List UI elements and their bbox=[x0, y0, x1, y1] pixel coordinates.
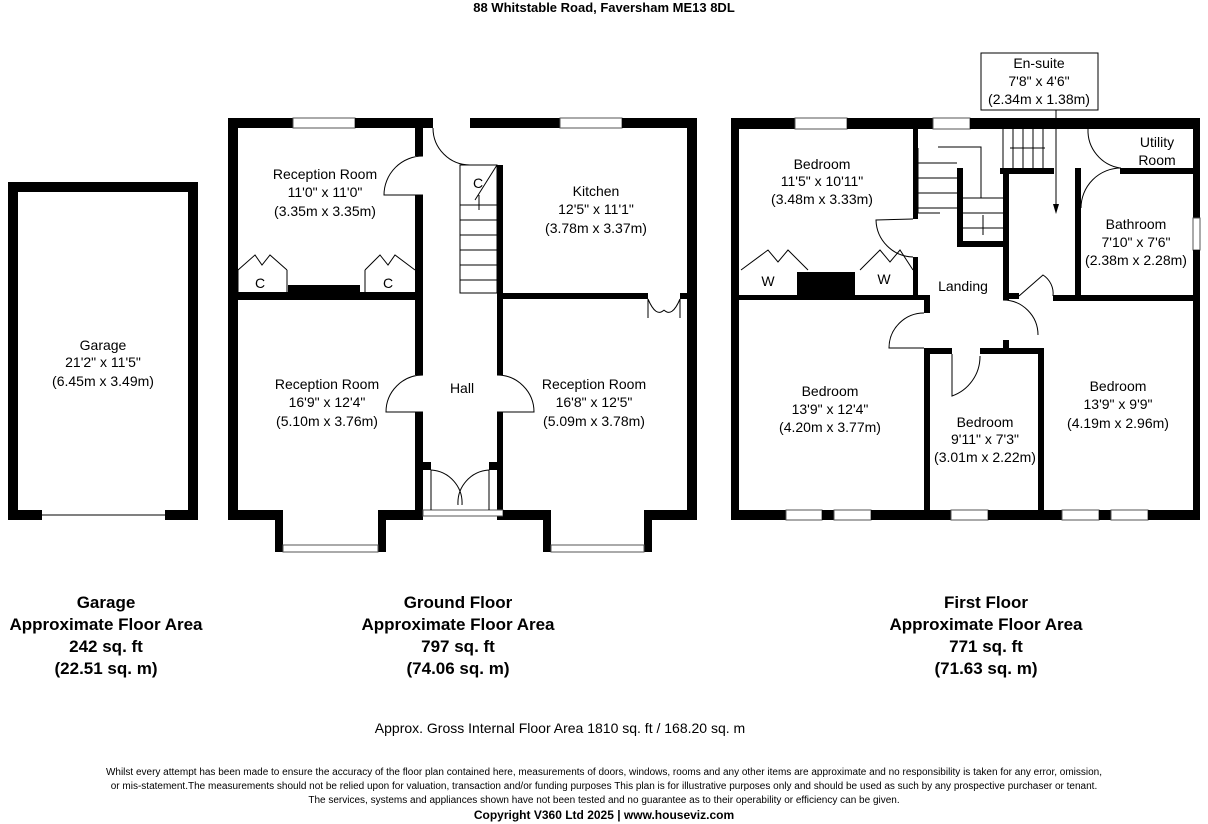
room-size-imperial: 16'9" x 12'4" bbox=[289, 394, 366, 410]
room-name: Bedroom bbox=[802, 383, 859, 399]
wardrobe-label: W bbox=[761, 273, 775, 289]
area-label: Approximate Floor Area bbox=[361, 615, 555, 634]
disclaimer-line: Whilst every attempt has been made to en… bbox=[105, 767, 1103, 778]
area-sqm: (71.63 sq. m) bbox=[934, 659, 1038, 678]
room-name: Reception Room bbox=[273, 166, 377, 182]
address-title: 88 Whitstable Road, Faversham ME13 8DL bbox=[473, 0, 735, 15]
room-name: Bedroom bbox=[1090, 378, 1147, 394]
landing-label: Landing bbox=[938, 278, 988, 294]
area-title: Ground Floor bbox=[403, 593, 513, 612]
room-size-imperial: 16'8" x 12'5" bbox=[556, 394, 633, 410]
cupboard-label: C bbox=[255, 275, 265, 291]
room-size-imperial: 11'5" x 10'11" bbox=[781, 173, 864, 189]
ground-floor-area-summary: Ground Floor Approximate Floor Area 797 … bbox=[338, 592, 578, 680]
room-size-imperial: 13'9" x 9'9" bbox=[1084, 396, 1153, 412]
area-sqft: 797 sq. ft bbox=[421, 637, 495, 656]
area-sqm: (22.51 sq. m) bbox=[54, 659, 158, 678]
room-size-imperial: 7'10" x 7'6" bbox=[1102, 234, 1171, 250]
room-name: Bathroom bbox=[1106, 216, 1167, 232]
room-name: Garage bbox=[80, 337, 127, 353]
room-name: Bedroom bbox=[794, 156, 851, 172]
room-size-imperial: 11'0" x 11'0" bbox=[288, 184, 363, 200]
disclaimer: Whilst every attempt has been made to en… bbox=[0, 766, 1208, 808]
room-size-metric: (3.35m x 3.35m) bbox=[274, 203, 376, 219]
room-name: En-suite bbox=[1013, 55, 1065, 71]
room-size-metric: (2.38m x 2.28m) bbox=[1085, 252, 1187, 268]
area-sqft: 771 sq. ft bbox=[949, 637, 1023, 656]
floor-plan: Garage 21'2" x 11'5" (6.45m x 3.49m) bbox=[8, 52, 1201, 553]
room-size-imperial: 12'5" x 11'1" bbox=[558, 201, 634, 217]
room-name: Room bbox=[1138, 152, 1175, 168]
room-size-metric: (4.20m x 3.77m) bbox=[779, 419, 881, 435]
gross-area: Approx. Gross Internal Floor Area 1810 s… bbox=[374, 720, 746, 736]
room-size-metric: (3.78m x 3.37m) bbox=[545, 220, 647, 236]
room-size-metric: (5.10m x 3.76m) bbox=[276, 413, 378, 429]
garage-plan: Garage 21'2" x 11'5" (6.45m x 3.49m) bbox=[8, 182, 198, 520]
room-name: Reception Room bbox=[542, 376, 646, 392]
wardrobe-label: W bbox=[877, 271, 891, 287]
room-size-metric: (3.48m x 3.33m) bbox=[771, 191, 873, 207]
room-size-imperial: 21'2" x 11'5" bbox=[65, 354, 141, 370]
cupboard-label: C bbox=[473, 175, 483, 191]
room-name: Kitchen bbox=[573, 183, 620, 199]
cupboard-label: C bbox=[383, 275, 393, 291]
room-size-metric: (4.19m x 2.96m) bbox=[1067, 415, 1169, 431]
area-title: First Floor bbox=[943, 593, 1029, 612]
room-name: Utility bbox=[1140, 134, 1174, 150]
area-label: Approximate Floor Area bbox=[889, 615, 1083, 634]
room-size-imperial: 13'9" x 12'4" bbox=[792, 401, 869, 417]
room-size-metric: (3.01m x 2.22m) bbox=[934, 449, 1036, 465]
disclaimer-line: The services, systems and appliances sho… bbox=[308, 795, 900, 806]
first-floor-plan: W W En-suite 7'8" x 4'6" (2.34m x 1.38m)… bbox=[731, 52, 1201, 521]
room-size-metric: (2.34m x 1.38m) bbox=[988, 91, 1090, 107]
room-size-imperial: 9'11" x 7'3" bbox=[951, 431, 1019, 447]
first-floor-area-summary: First Floor Approximate Floor Area 771 s… bbox=[866, 592, 1106, 680]
disclaimer-line: or mis-statement.The measurements should… bbox=[110, 781, 1098, 792]
area-sqm: (74.06 sq. m) bbox=[406, 659, 510, 678]
room-size-metric: (6.45m x 3.49m) bbox=[52, 373, 154, 389]
room-size-imperial: 7'8" x 4'6" bbox=[1008, 73, 1069, 89]
hall-label: Hall bbox=[450, 380, 474, 396]
area-sqft: 242 sq. ft bbox=[69, 637, 143, 656]
ground-floor-plan: C C C Reception Room 11'0" x 11'0" (3.35… bbox=[228, 117, 697, 553]
room-name: Bedroom bbox=[957, 414, 1014, 430]
area-title: Garage bbox=[76, 593, 136, 612]
garage-area-summary: Garage Approximate Floor Area 242 sq. ft… bbox=[0, 592, 212, 680]
copyright: Copyright V360 Ltd 2025 | www.houseviz.c… bbox=[473, 808, 735, 822]
room-name: Reception Room bbox=[275, 376, 379, 392]
area-label: Approximate Floor Area bbox=[9, 615, 203, 634]
room-size-metric: (5.09m x 3.78m) bbox=[543, 413, 645, 429]
